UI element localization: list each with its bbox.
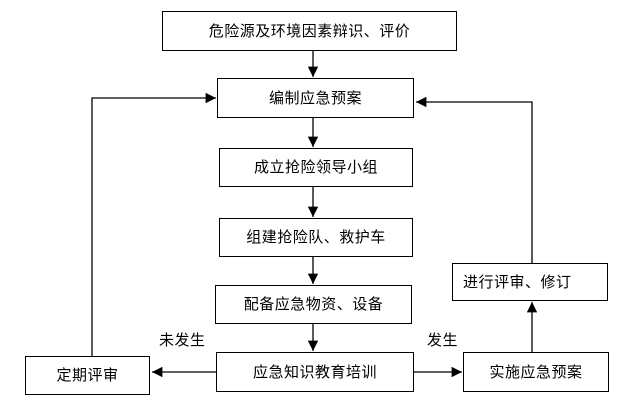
node-form-rescue-team: 组建抢险队、救护车 (219, 218, 413, 257)
node-periodic-review: 定期评审 (25, 356, 150, 395)
edge-label-not-occurred: 未发生 (159, 332, 206, 349)
edge-label-occurred: 发生 (427, 332, 459, 349)
node-establish-lead-group: 成立抢险领导小组 (219, 148, 413, 187)
node-knowledge-training: 应急知识教育培训 (216, 352, 414, 392)
node-hazard-identification: 危险源及环境因素辩识、评价 (162, 11, 457, 51)
node-equip-supplies: 配备应急物资、设备 (215, 285, 412, 324)
edge-revise-to-plan (416, 96, 533, 263)
node-review-revise: 进行评审、修订 (452, 263, 608, 301)
node-prepare-emergency-plan: 编制应急预案 (217, 78, 414, 118)
node-implement-plan: 实施应急预案 (463, 352, 609, 392)
edge-periodic-review-to-plan (91, 92, 217, 356)
